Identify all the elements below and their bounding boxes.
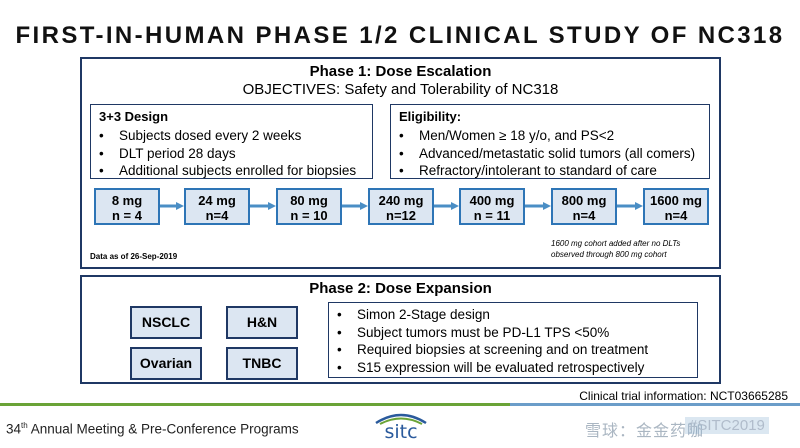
right-arrow-icon bbox=[617, 202, 643, 210]
dose-step-24mg: 24 mg n=4 bbox=[184, 188, 250, 225]
right-arrow-icon bbox=[250, 202, 276, 210]
dose-n: n = 11 bbox=[473, 208, 511, 223]
logo-arc-icon bbox=[375, 413, 427, 425]
dose-label: 80 mg bbox=[290, 193, 328, 208]
dose-step-80mg: 80 mg n = 10 bbox=[276, 188, 342, 225]
dose-label: 24 mg bbox=[198, 193, 236, 208]
dose-n: n=4 bbox=[664, 208, 688, 223]
list-item: Additional subjects enrolled for biopsie… bbox=[99, 162, 372, 180]
dose-n: n=4 bbox=[572, 208, 596, 223]
eligibility-box: Eligibility: Men/Women ≥ 18 y/o, and PS<… bbox=[390, 104, 710, 179]
meeting-label: 34th Annual Meeting & Pre-Conference Pro… bbox=[6, 421, 299, 437]
footer-rule-blue bbox=[510, 403, 800, 406]
expansion-list: Simon 2-Stage design Subject tumors must… bbox=[328, 302, 698, 378]
dose-n: n = 4 bbox=[112, 208, 142, 223]
data-date-note: Data as of 26-Sep-2019 bbox=[90, 252, 178, 261]
phase1-objectives: OBJECTIVES: Safety and Tolerability of N… bbox=[242, 81, 559, 98]
dose-n: n=4 bbox=[205, 208, 229, 223]
cohort-note-line: 1600 mg cohort added after no DLTs bbox=[551, 239, 681, 248]
cohort-note-line: observed through 800 mg cohort bbox=[551, 250, 667, 259]
list-item: Subject tumors must be PD-L1 TPS <50% bbox=[337, 324, 697, 342]
trial-info: Clinical trial information: NCT03665285 bbox=[579, 389, 788, 403]
dose-step-240mg: 240 mg n=12 bbox=[368, 188, 434, 225]
right-arrow-icon bbox=[434, 202, 459, 210]
footer-rule-green bbox=[0, 403, 510, 406]
tumor-nsclc: NSCLC bbox=[130, 306, 202, 339]
list-item: Required biopsies at screening and on tr… bbox=[337, 341, 697, 359]
dose-n: n = 10 bbox=[290, 208, 328, 223]
right-arrow-icon bbox=[525, 202, 551, 210]
dose-label: 800 mg bbox=[561, 193, 607, 208]
sitc-logo: sitc bbox=[362, 411, 440, 445]
dose-label: 400 mg bbox=[469, 193, 515, 208]
eligibility-title: Eligibility: bbox=[399, 109, 462, 124]
list-item: Simon 2-Stage design bbox=[337, 306, 697, 324]
design-box: 3+3 Design Subjects dosed every 2 weeks … bbox=[90, 104, 373, 179]
list-item: S15 expression will be evaluated retrosp… bbox=[337, 359, 697, 377]
tumor-ovarian: Ovarian bbox=[130, 347, 202, 380]
design-title: 3+3 Design bbox=[99, 109, 169, 124]
dose-step-800mg: 800 mg n=4 bbox=[551, 188, 617, 225]
hashtag-badge: #SITC2019 bbox=[685, 417, 769, 434]
dose-label: 240 mg bbox=[378, 193, 424, 208]
meeting-ordinal: th bbox=[21, 421, 28, 430]
dose-step-8mg: 8 mg n = 4 bbox=[94, 188, 160, 225]
list-item: Subjects dosed every 2 weeks bbox=[99, 127, 372, 145]
phase1-heading: Phase 1: Dose Escalation bbox=[309, 63, 492, 80]
phase2-heading: Phase 2: Dose Expansion bbox=[309, 280, 492, 297]
meeting-number: 34 bbox=[6, 421, 22, 437]
watermark-text: 雪球：金金药咖 bbox=[585, 423, 705, 440]
tumor-tnbc: TNBC bbox=[226, 347, 298, 380]
dose-label: 1600 mg bbox=[649, 193, 703, 208]
list-item: Advanced/metastatic solid tumors (all co… bbox=[399, 145, 709, 163]
eligibility-list: Men/Women ≥ 18 y/o, and PS<2 Advanced/me… bbox=[399, 127, 709, 180]
dose-step-1600mg: 1600 mg n=4 bbox=[643, 188, 709, 225]
list-item: DLT period 28 days bbox=[99, 145, 372, 163]
tumor-hn: H&N bbox=[226, 306, 298, 339]
dose-step-400mg: 400 mg n = 11 bbox=[459, 188, 525, 225]
dose-n: n=12 bbox=[386, 208, 416, 223]
cohort-note: 1600 mg cohort added after no DLTs obser… bbox=[551, 238, 680, 260]
right-arrow-icon bbox=[342, 202, 368, 210]
right-arrow-icon bbox=[160, 202, 184, 210]
list-item: Refractory/intolerant to standard of car… bbox=[399, 162, 709, 180]
logo-text: sitc bbox=[384, 421, 418, 443]
dose-label: 8 mg bbox=[111, 193, 143, 208]
meeting-text: Annual Meeting & Pre-Conference Programs bbox=[27, 421, 299, 437]
slide-title: FIRST-IN-HUMAN PHASE 1/2 CLINICAL STUDY … bbox=[15, 22, 785, 49]
design-list: Subjects dosed every 2 weeks DLT period … bbox=[99, 127, 372, 180]
list-item: Men/Women ≥ 18 y/o, and PS<2 bbox=[399, 127, 709, 145]
